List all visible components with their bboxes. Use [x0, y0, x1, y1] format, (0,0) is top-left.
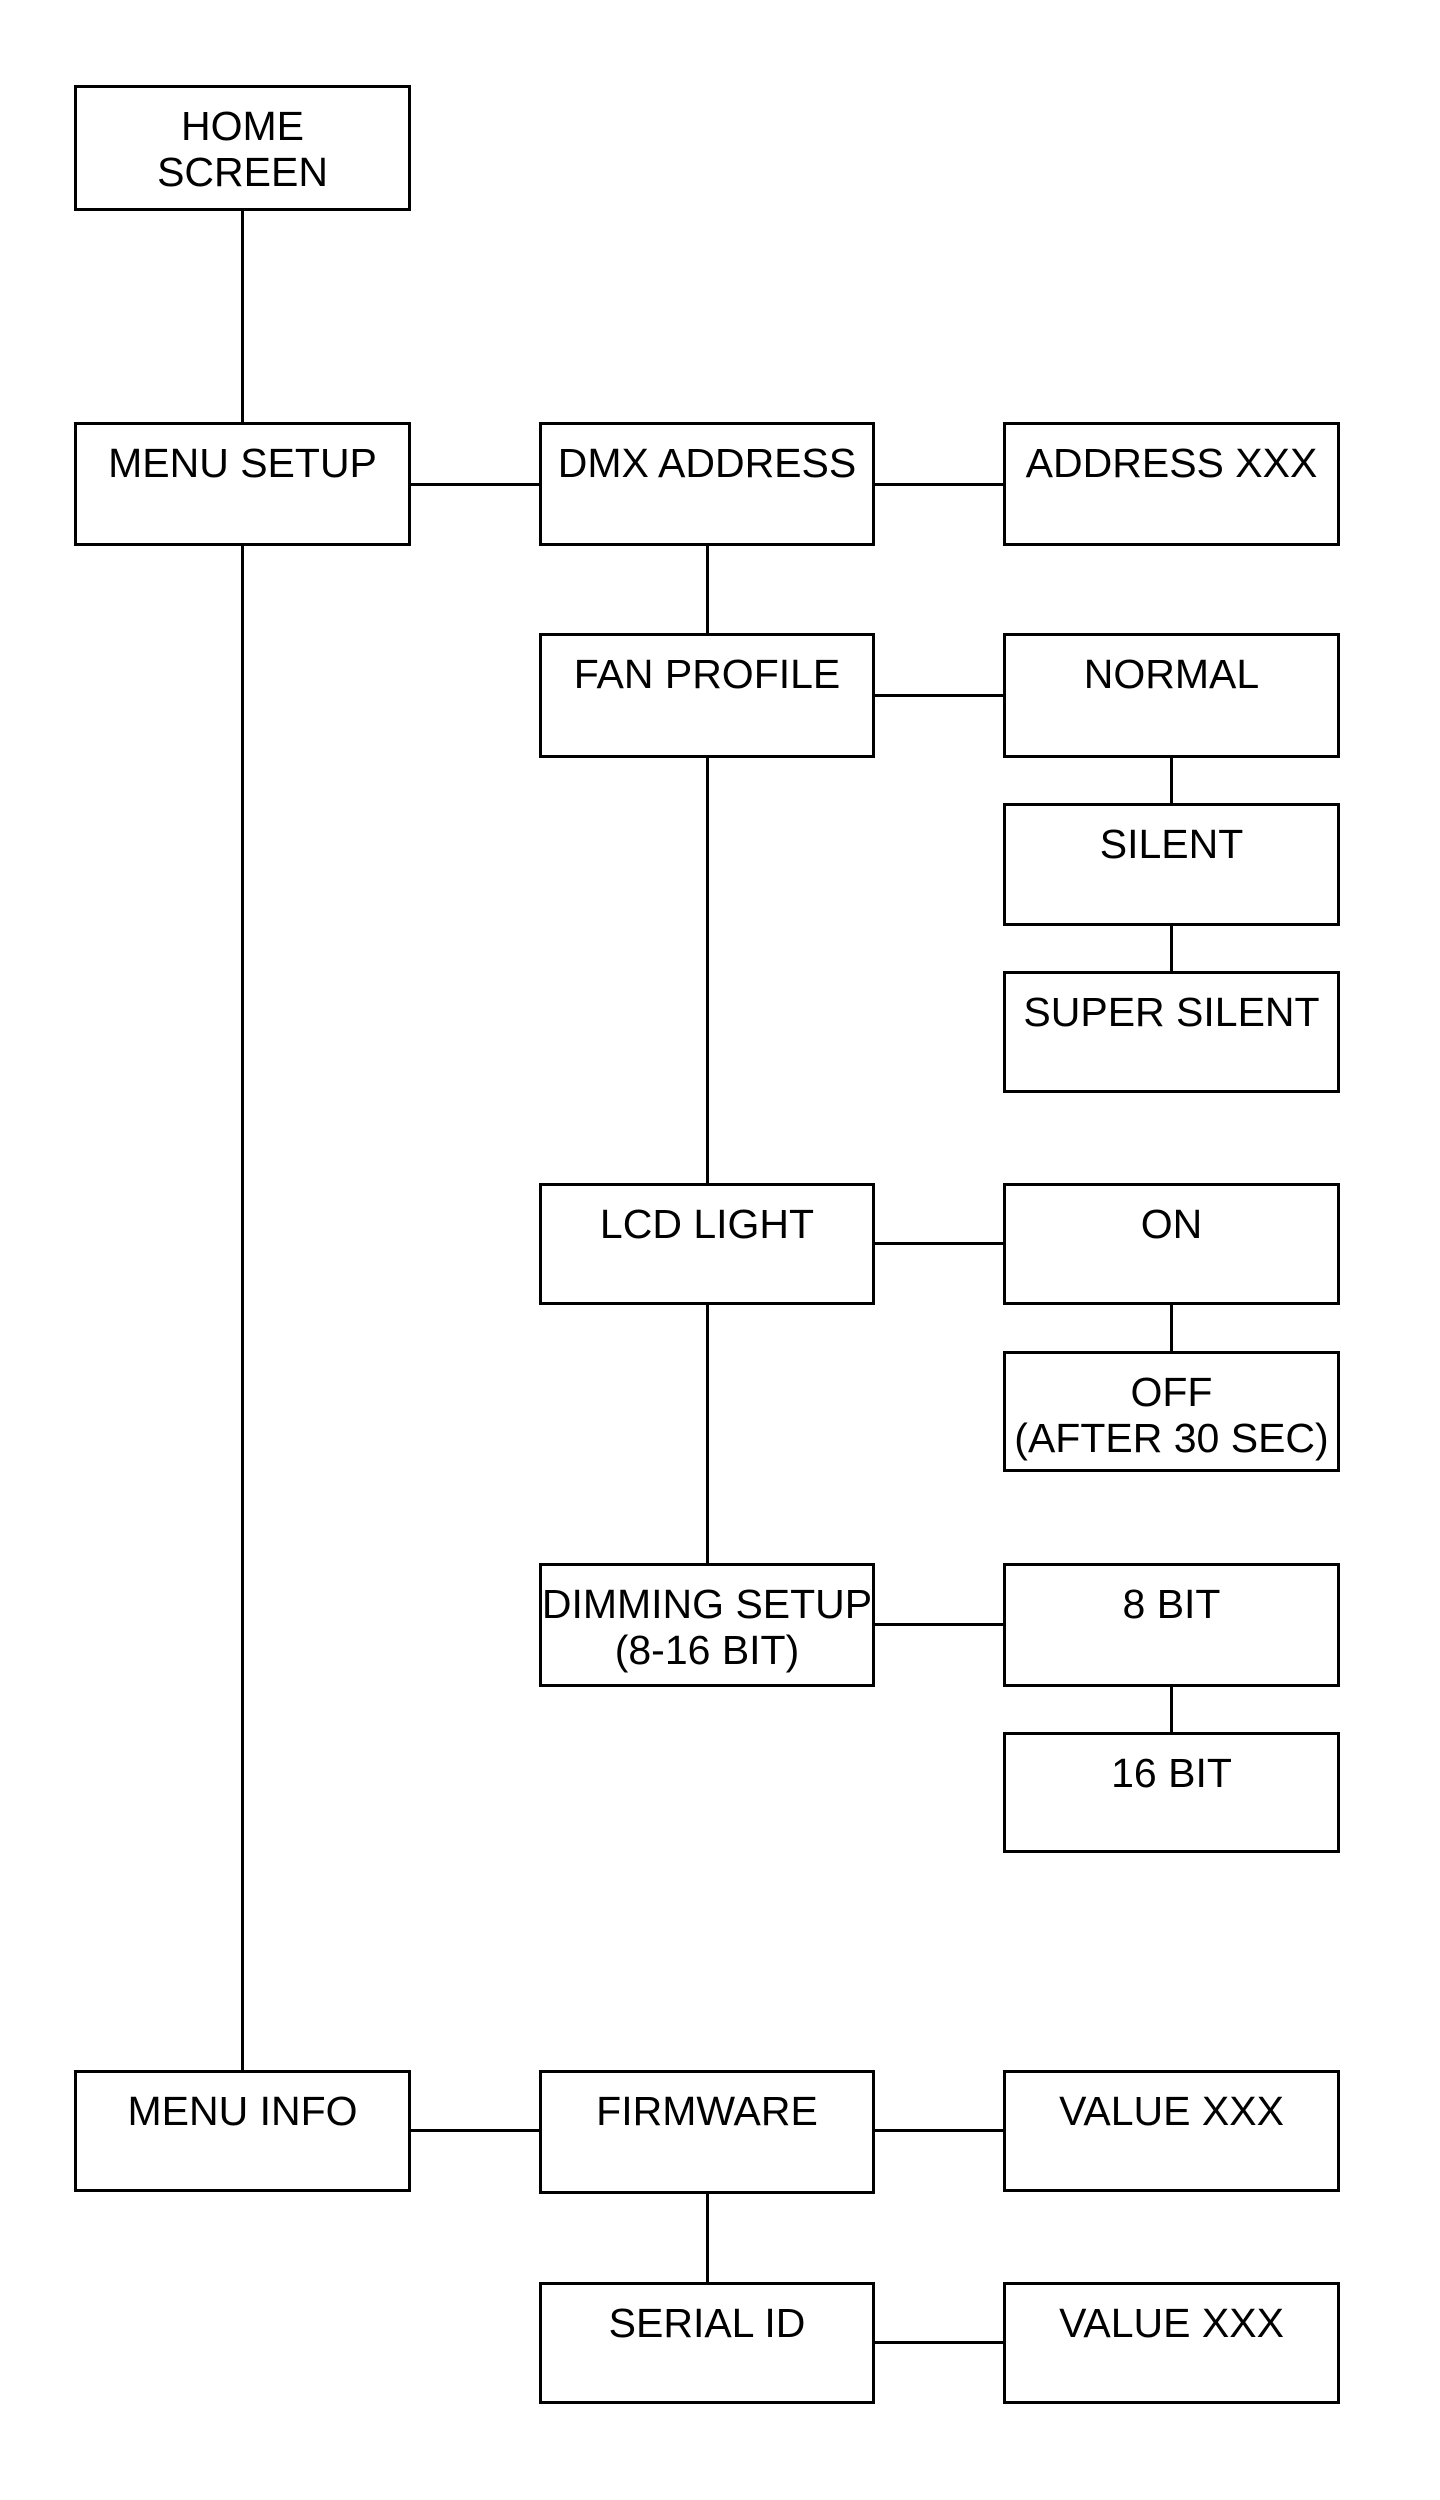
- node-address-xxx: ADDRESS XXX: [1003, 422, 1340, 546]
- node-serial-value-xxx: VALUE XXX: [1003, 2282, 1340, 2404]
- connector-firmware-serial-id: [706, 2192, 709, 2284]
- node-16-bit: 16 BIT: [1003, 1732, 1340, 1853]
- node-label: OFF: [1130, 1369, 1213, 1415]
- node-lcd-light: LCD LIGHT: [539, 1183, 875, 1305]
- node-dmx-address: DMX ADDRESS: [539, 422, 875, 546]
- node-label: NORMAL: [1083, 651, 1260, 697]
- node-label: 8 BIT: [1122, 1581, 1221, 1627]
- connector-dmx-address-address-xxx: [873, 483, 1005, 486]
- node-serial-id: SERIAL ID: [539, 2282, 875, 2404]
- node-menu-setup: MENU SETUP: [74, 422, 411, 546]
- node-label: (8-16 BIT): [614, 1627, 800, 1673]
- node-off: OFF (AFTER 30 SEC): [1003, 1351, 1340, 1472]
- node-label: VALUE XXX: [1059, 2088, 1284, 2134]
- node-label: ON: [1140, 1201, 1203, 1247]
- connector-lcd-light-dimming-setup: [706, 1303, 709, 1565]
- node-label: ADDRESS XXX: [1025, 440, 1318, 486]
- node-label: MENU INFO: [127, 2088, 358, 2134]
- node-label: DMX ADDRESS: [557, 440, 857, 486]
- node-dimming-setup: DIMMING SETUP (8-16 BIT): [539, 1563, 875, 1687]
- node-label: FIRMWARE: [596, 2088, 818, 2134]
- connector-serial-id-value-xxx: [873, 2341, 1005, 2344]
- node-label: SERIAL ID: [608, 2300, 806, 2346]
- node-normal: NORMAL: [1003, 633, 1340, 758]
- node-label: SILENT: [1099, 821, 1244, 867]
- node-label: HOME: [181, 103, 304, 149]
- connector-fan-profile-lcd-light: [706, 756, 709, 1185]
- connector-8-bit-16-bit: [1170, 1685, 1173, 1734]
- connector-lcd-light-on: [873, 1242, 1005, 1245]
- node-8-bit: 8 BIT: [1003, 1563, 1340, 1687]
- node-super-silent: SUPER SILENT: [1003, 971, 1340, 1093]
- connector-on-off: [1170, 1303, 1173, 1353]
- node-home-screen: HOME SCREEN: [74, 85, 411, 211]
- node-label: LCD LIGHT: [599, 1201, 815, 1247]
- node-label: MENU SETUP: [108, 440, 377, 486]
- node-menu-info: MENU INFO: [74, 2070, 411, 2192]
- node-label: SUPER SILENT: [1023, 989, 1320, 1035]
- node-label: VALUE XXX: [1059, 2300, 1284, 2346]
- connector-firmware-value-xxx: [873, 2129, 1005, 2132]
- node-silent: SILENT: [1003, 803, 1340, 926]
- connector-dimming-setup-8-bit: [873, 1623, 1005, 1626]
- node-firmware: FIRMWARE: [539, 2070, 875, 2194]
- node-label: FAN PROFILE: [573, 651, 841, 697]
- node-label: (AFTER 30 SEC): [1014, 1415, 1329, 1461]
- node-label: SCREEN: [157, 149, 328, 195]
- connector-dmx-address-fan-profile: [706, 544, 709, 635]
- node-label: 16 BIT: [1111, 1750, 1232, 1796]
- connector-fan-profile-normal: [873, 694, 1005, 697]
- node-fan-profile: FAN PROFILE: [539, 633, 875, 758]
- connector-normal-silent: [1170, 756, 1173, 805]
- node-on: ON: [1003, 1183, 1340, 1305]
- connector-menu-info-firmware: [409, 2129, 541, 2132]
- connector-home-screen-menu-setup: [241, 209, 244, 424]
- node-firmware-value-xxx: VALUE XXX: [1003, 2070, 1340, 2192]
- connector-silent-super-silent: [1170, 924, 1173, 973]
- connector-menu-setup-dmx-address: [409, 483, 541, 486]
- connector-menu-setup-menu-info: [241, 544, 244, 2072]
- node-label: DIMMING SETUP: [541, 1581, 873, 1627]
